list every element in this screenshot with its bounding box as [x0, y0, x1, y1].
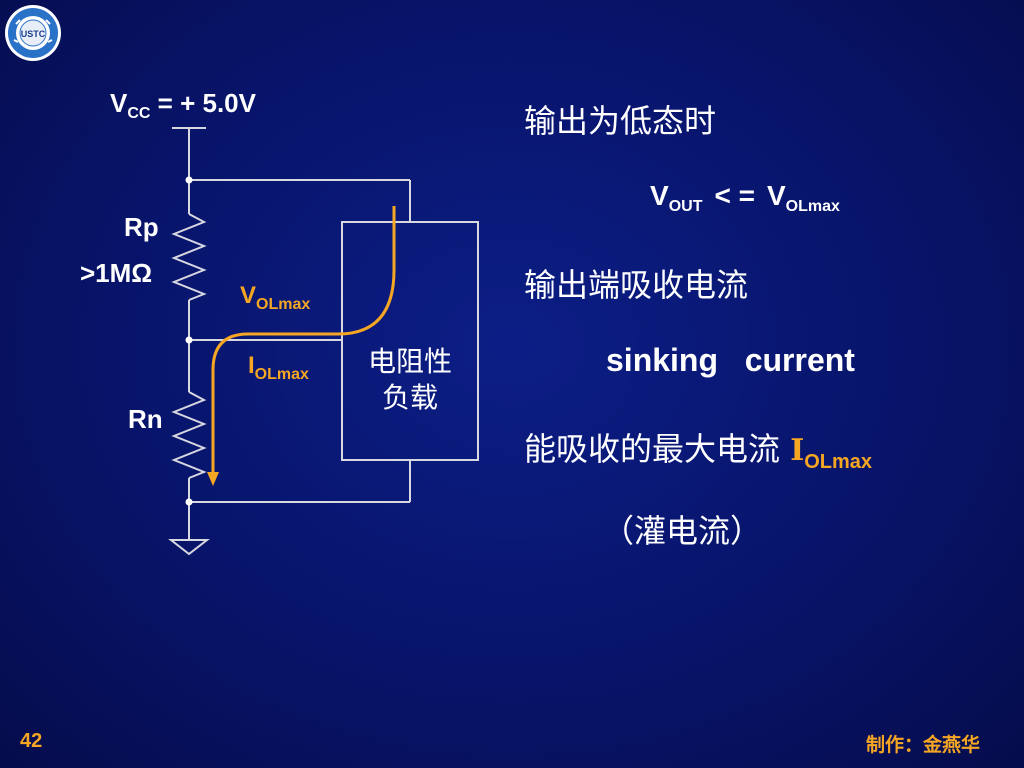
vcc-label: VCC = + 5.0V [110, 88, 256, 122]
resistive-load-box [341, 221, 479, 461]
vol-max-label: VOLmax [240, 282, 311, 313]
node-dot-mid [185, 336, 193, 344]
iol-max-label: IOLmax [248, 352, 309, 383]
text-max-sink-current: 能吸收的最大电流 IOLmax [524, 430, 873, 473]
vout-equation: VOUT< =VOLmax [650, 180, 840, 215]
text-sink-current: 输出端吸收电流 [524, 266, 749, 304]
node-dot-top [185, 176, 193, 184]
rp-value-label: >1MΩ [80, 258, 153, 288]
svg-text:USTC: USTC [21, 29, 46, 39]
rp-resistor [171, 213, 207, 301]
university-logo: USTC [5, 5, 61, 61]
rp-label: Rp [124, 212, 159, 242]
iol-max-highlight: IOLmax [790, 433, 873, 473]
current-path [211, 206, 396, 476]
text-low-state: 输出为低态时 [524, 102, 717, 140]
load-label: 电阻性 负载 [342, 344, 478, 416]
text-sinking-current-en: sinking current [606, 342, 855, 378]
text-sink-current-term: （灌电流） [602, 512, 763, 550]
current-arrowhead [207, 472, 219, 486]
rn-label: Rn [128, 404, 163, 434]
rn-resistor [171, 391, 207, 479]
load-label-line2: 负载 [381, 381, 438, 414]
load-label-line1: 电阻性 [367, 345, 452, 378]
ground-symbol [168, 539, 210, 556]
page-number: 42 [20, 730, 43, 752]
node-dot-bottom [185, 498, 193, 506]
author-credit: 制作：金燕华 [866, 734, 981, 756]
